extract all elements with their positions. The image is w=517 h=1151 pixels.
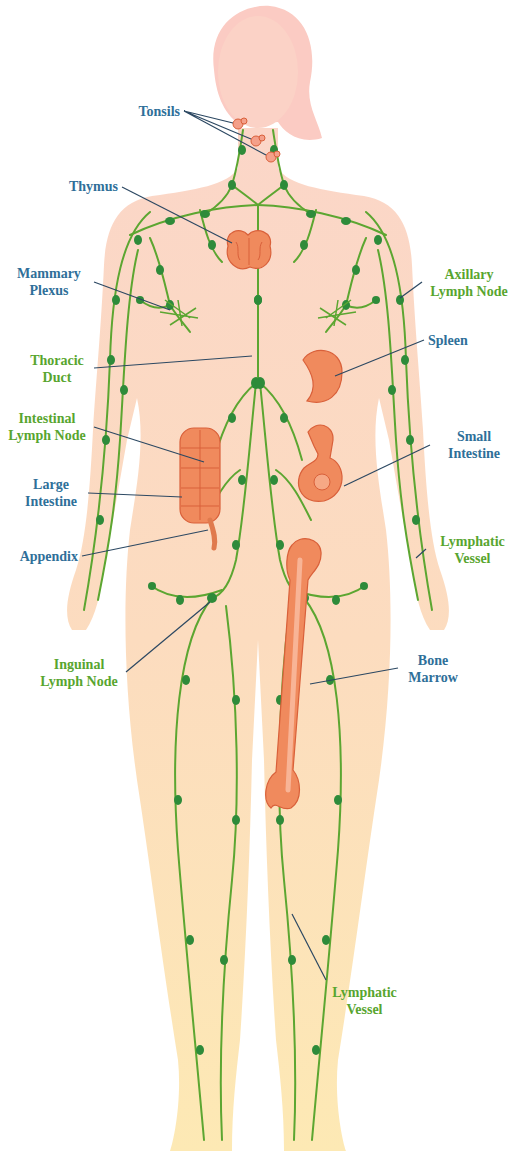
- tonsils-part: [259, 135, 265, 141]
- part-label: Lymphatic Vessel: [322, 984, 407, 1018]
- tonsils-part: [274, 151, 280, 157]
- leader-lines-part: [94, 282, 170, 310]
- leader-lines-part: [184, 111, 266, 155]
- lymph-right: [254, 130, 432, 1140]
- bone-marrow: [266, 539, 321, 809]
- leader-lines-part: [94, 356, 252, 368]
- part-label: Spleen: [428, 332, 468, 349]
- head: [218, 16, 298, 128]
- part-label: Small Intestine: [434, 428, 514, 462]
- part-label: Large Intestine: [16, 476, 86, 510]
- large-intestine: [180, 428, 220, 523]
- leader-lines-part: [416, 549, 426, 558]
- leader-lines-part: [94, 427, 204, 462]
- leader-lines-part: [344, 445, 430, 486]
- spleen: [303, 350, 342, 402]
- part-label: Appendix: [20, 548, 78, 565]
- part-label: Lymphatic Vessel: [430, 533, 515, 567]
- leader-lines-part: [335, 340, 424, 376]
- leader-lines-part: [122, 187, 232, 243]
- marrow-detail: [288, 560, 300, 790]
- thymus-detail: [236, 238, 262, 265]
- leader-lines-part: [400, 282, 422, 298]
- small-intestine: [298, 425, 342, 501]
- leader-lines: [82, 111, 430, 980]
- part-label: Inguinal Lymph Node: [34, 656, 124, 690]
- leader-lines-part: [310, 668, 398, 684]
- tonsils: [233, 118, 280, 162]
- tonsils-part: [241, 118, 247, 124]
- part-label: Thymus: [69, 178, 118, 195]
- part-label: Axillary Lymph Node: [424, 266, 514, 300]
- leader-lines-part: [82, 530, 208, 556]
- part-label: Bone Marrow: [402, 652, 464, 686]
- mammary-plexus-part: [318, 300, 356, 326]
- mammary-plexus: [160, 300, 356, 326]
- mammary-plexus-part: [160, 300, 198, 326]
- part-label: Tonsils: [138, 103, 180, 120]
- intestine-detail: [181, 430, 219, 520]
- lymph-left: [84, 130, 262, 1140]
- small-intestine-detail: [314, 474, 330, 490]
- leader-lines-part: [88, 493, 182, 497]
- hair: [213, 6, 322, 140]
- thymus: [227, 231, 270, 269]
- part-label: Intestinal Lymph Node: [4, 410, 90, 444]
- part-label: Thoracic Duct: [22, 352, 92, 386]
- leader-lines-part: [292, 914, 326, 980]
- leader-lines-part: [126, 602, 210, 672]
- part-label: Mammary Plexus: [6, 265, 92, 299]
- appendix: [210, 520, 215, 548]
